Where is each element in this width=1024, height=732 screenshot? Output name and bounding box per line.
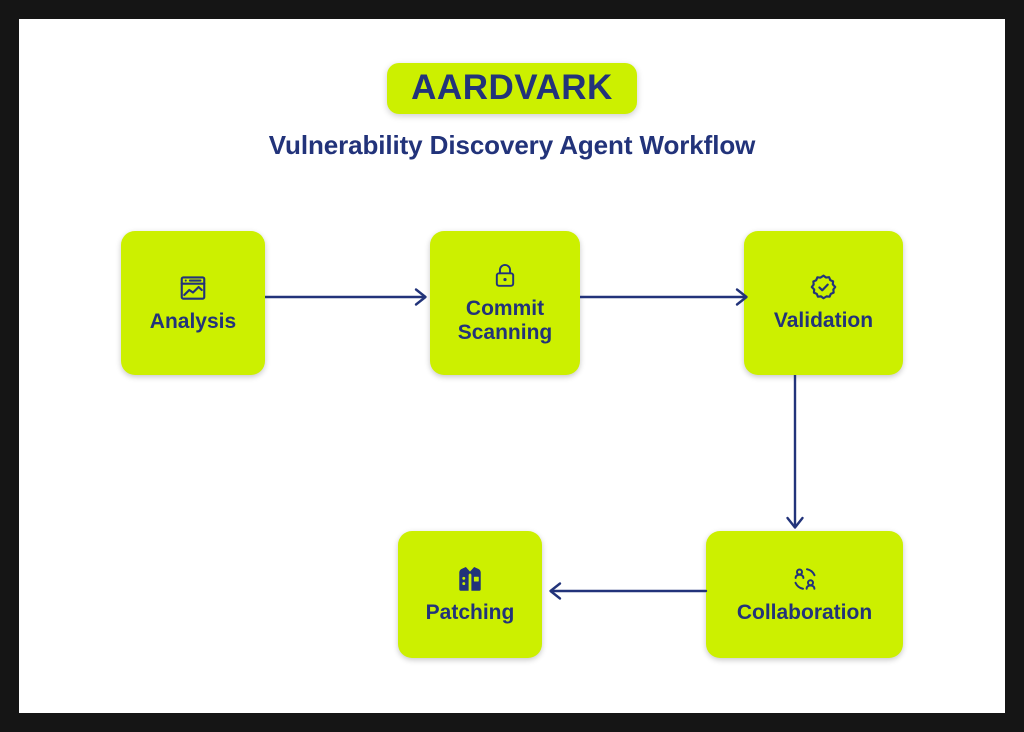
safety-vest-icon <box>456 564 484 594</box>
edge-validation-to-collaboration <box>784 373 806 540</box>
verified-badge-icon <box>809 273 838 302</box>
flow-node-collaboration[interactable]: Collaboration <box>706 531 903 658</box>
flow-node-label-line1: Commit <box>465 296 545 320</box>
flow-node-analysis[interactable]: Analysis <box>121 231 265 375</box>
flow-node-label: Validation <box>773 309 874 333</box>
page-subtitle: Vulnerability Discovery Agent Workflow <box>268 130 756 160</box>
page-title: AARDVARK <box>411 68 613 107</box>
title-badge: AARDVARK <box>387 63 637 114</box>
flow-node-label: Patching <box>425 601 515 625</box>
poster-page: AARDVARK Vulnerability Discovery Agent W… <box>19 19 1005 713</box>
flow-node-label: Analysis <box>149 309 237 333</box>
edge-analysis-to-commit <box>263 286 433 313</box>
flow-node-label: Collaboration <box>736 601 873 625</box>
flow-node-label: Commit Scanning <box>452 297 559 344</box>
lock-icon <box>492 262 518 290</box>
flow-node-patching[interactable]: Patching <box>398 531 542 658</box>
header: AARDVARK Vulnerability Discovery Agent W… <box>19 19 1005 161</box>
flow-node-commit-scanning[interactable]: Commit Scanning <box>430 231 580 375</box>
flow-node-label-line2: Scanning <box>457 320 553 344</box>
edge-collaboration-to-patching <box>542 580 710 607</box>
people-collaboration-icon <box>790 564 820 594</box>
flow-node-validation[interactable]: Validation <box>744 231 903 375</box>
chart-window-icon <box>178 273 208 303</box>
edge-commit-to-validation <box>578 286 754 313</box>
